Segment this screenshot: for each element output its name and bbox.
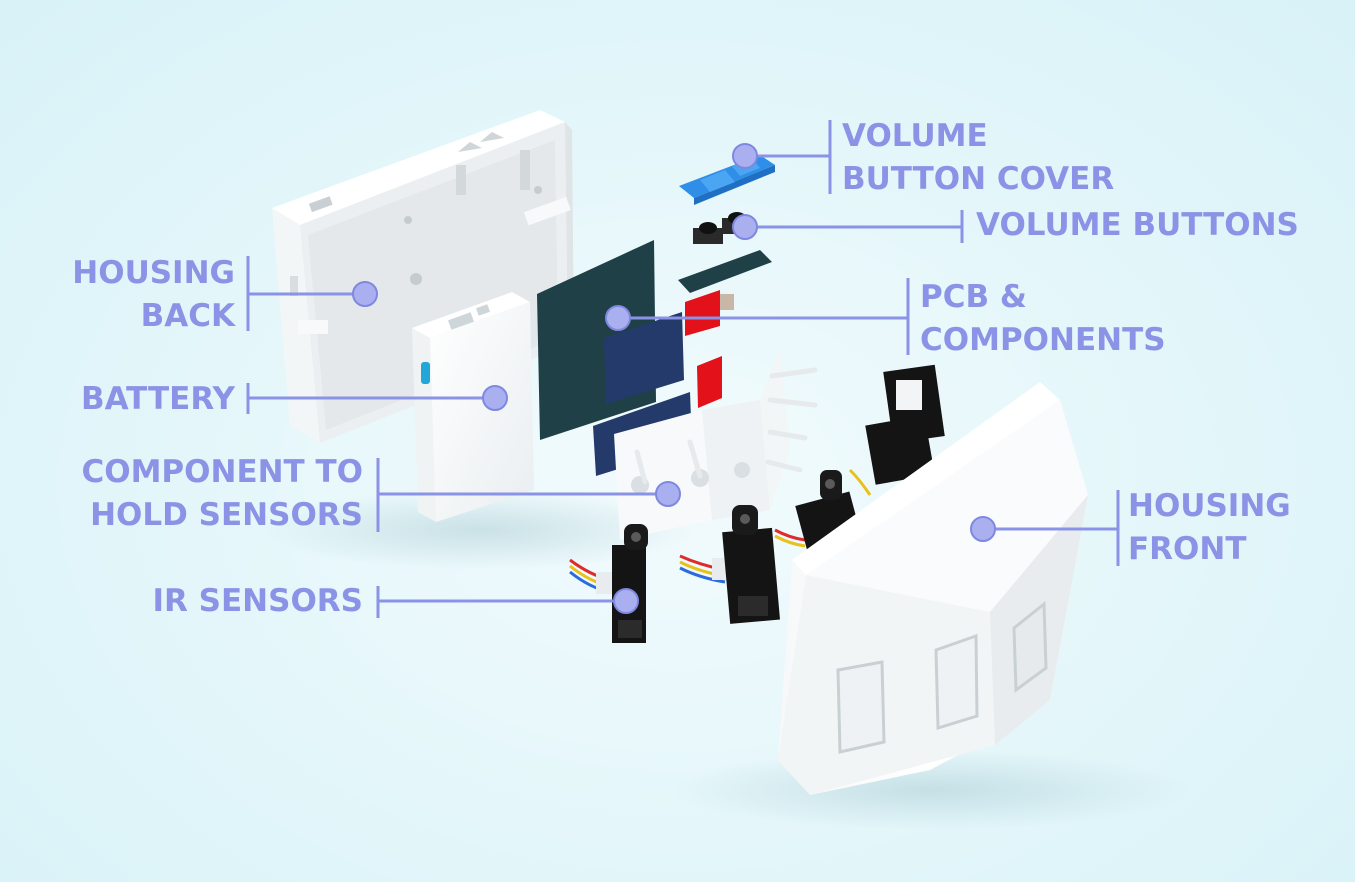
callout-leaders xyxy=(246,120,1120,618)
label-housing-back: HOUSING BACK xyxy=(72,252,235,338)
label-line: FRONT xyxy=(1128,531,1247,567)
label-line: IR SENSORS xyxy=(152,583,363,619)
label-line: BUTTON COVER xyxy=(842,161,1115,197)
marker-volume-buttons xyxy=(732,214,758,240)
label-line: COMPONENT TO xyxy=(81,454,363,490)
label-battery: BATTERY xyxy=(81,378,235,421)
label-line: HOLD SENSORS xyxy=(90,497,363,533)
label-line: BACK xyxy=(140,298,235,334)
housing-front-part xyxy=(778,382,1088,795)
label-pcb-components: PCB & COMPONENTS xyxy=(920,276,1166,362)
marker-pcb xyxy=(605,305,631,331)
marker-housing-back xyxy=(352,281,378,307)
label-ir-sensors: IR SENSORS xyxy=(152,580,363,623)
back-shadow xyxy=(260,490,700,570)
marker-housing-front xyxy=(970,516,996,542)
label-volume-button-cover: VOLUME BUTTON COVER xyxy=(842,115,1114,201)
label-housing-front: HOUSING FRONT xyxy=(1128,485,1291,571)
callout-markers xyxy=(352,143,996,614)
marker-sensor-holder xyxy=(655,481,681,507)
label-line: VOLUME BUTTONS xyxy=(976,207,1299,243)
label-line: VOLUME xyxy=(842,118,988,154)
volume-button-cover-part xyxy=(679,155,775,205)
sensor-holder-part xyxy=(614,345,818,540)
label-line: HOUSING xyxy=(72,255,235,291)
label-component-to-hold-sensors: COMPONENT TO HOLD SENSORS xyxy=(81,451,363,537)
marker-volume-button-cover xyxy=(732,143,758,169)
label-line: PCB & xyxy=(920,279,1027,315)
label-line: COMPONENTS xyxy=(920,322,1166,358)
label-line: BATTERY xyxy=(80,381,235,417)
label-line: HOUSING xyxy=(1128,488,1291,524)
battery-part xyxy=(412,292,534,522)
marker-ir-sensors xyxy=(613,588,639,614)
marker-battery xyxy=(482,385,508,411)
label-volume-buttons: VOLUME BUTTONS xyxy=(976,204,1299,247)
